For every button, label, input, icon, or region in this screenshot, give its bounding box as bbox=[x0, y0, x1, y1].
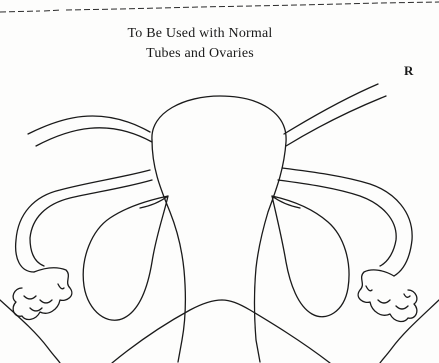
left-fimbriae bbox=[13, 268, 72, 320]
left-ovary bbox=[83, 196, 168, 320]
right-ligament-lower bbox=[286, 96, 386, 146]
left-ligament-lower bbox=[36, 128, 152, 146]
left-tube-inner bbox=[30, 180, 152, 266]
right-ovary bbox=[272, 196, 349, 317]
right-tube-inner bbox=[278, 180, 396, 266]
left-sidewall-curve bbox=[0, 300, 60, 363]
left-fimbriae-fringe bbox=[24, 284, 64, 311]
right-fimbriae-fringe bbox=[366, 286, 410, 309]
cervix-right-line bbox=[222, 300, 330, 363]
left-ligament-upper bbox=[28, 116, 150, 134]
cervix-left-line bbox=[112, 300, 222, 363]
uterus-outline bbox=[152, 96, 286, 362]
right-sidewall-curve bbox=[380, 300, 439, 363]
right-ligament-upper bbox=[284, 84, 378, 134]
right-fimbriae bbox=[358, 270, 417, 322]
uterus-outline-left-lower bbox=[152, 140, 185, 362]
right-ovary-ligament bbox=[272, 196, 300, 208]
